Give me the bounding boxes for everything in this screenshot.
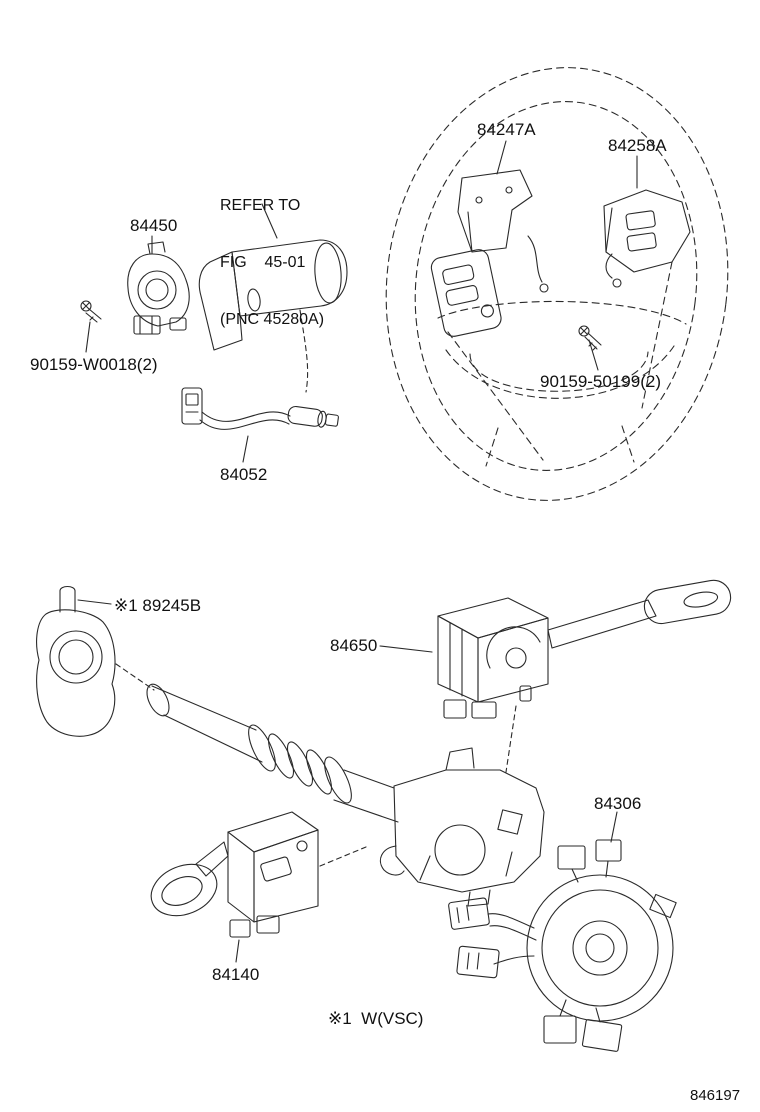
- switch-84258a-drawing: [603, 189, 691, 288]
- switch-84450-drawing: [127, 241, 190, 335]
- refer-to-line1: REFER TO: [220, 197, 301, 214]
- steering-column-shaft-drawing: [146, 683, 545, 907]
- column-bracket-drawing: [198, 239, 348, 393]
- refer-to-line2: FIG 45-01: [220, 254, 306, 271]
- refer-to-note: REFER TO FIG 45-01 (PNC 45280A): [220, 158, 324, 367]
- switch-84140-drawing: [150, 811, 367, 938]
- footnote-vsc: ※1 W(VSC): [328, 1009, 424, 1028]
- screw-90159-50199-drawing: [578, 325, 602, 351]
- part-label-84258a: 84258A: [608, 136, 667, 155]
- grommet-89245b-drawing: [36, 585, 155, 737]
- wire-84052-drawing: [181, 387, 339, 430]
- screw-90159-w0018-drawing: [80, 300, 102, 323]
- part-label-84650: 84650: [330, 636, 378, 655]
- part-label-84306: 84306: [594, 794, 642, 813]
- refer-to-line3: (PNC 45280A): [220, 311, 325, 328]
- spiral-cable-84306-drawing: [448, 839, 677, 1052]
- part-label-84052: 84052: [220, 465, 268, 484]
- leader-lines: [77, 140, 638, 963]
- part-label-89245b: ※1 89245B: [114, 596, 202, 615]
- diagram-doc-number: 846197: [690, 1087, 741, 1104]
- switch-84650-drawing: [437, 579, 732, 773]
- steering-wheel-outline: [385, 67, 729, 501]
- part-label-90159-50199: 90159-50199(2): [540, 372, 661, 391]
- switch-84247a-drawing: [430, 169, 549, 337]
- part-label-84140: 84140: [212, 965, 260, 984]
- part-label-84247a: 84247A: [477, 120, 536, 139]
- part-label-84450: 84450: [130, 216, 178, 235]
- part-label-90159-w0018: 90159-W0018(2): [30, 355, 158, 374]
